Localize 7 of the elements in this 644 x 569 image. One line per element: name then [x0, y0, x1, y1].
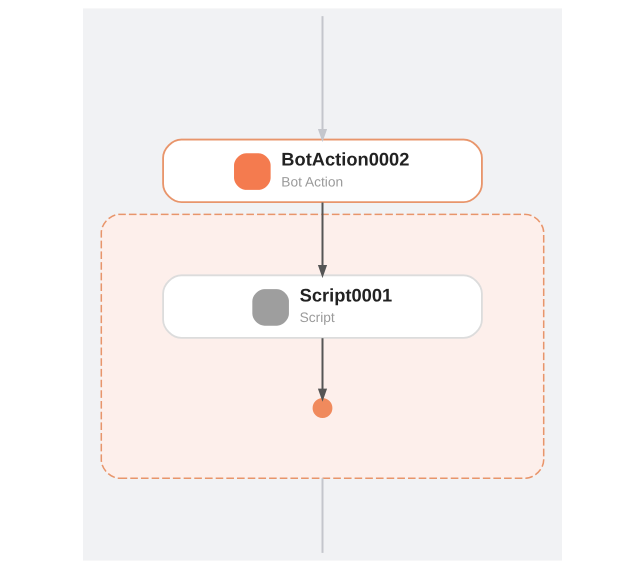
connector	[321, 478, 323, 553]
arrow	[317, 338, 327, 402]
node-box: Script0001 Script	[162, 274, 482, 339]
node-circle	[312, 398, 332, 418]
arrow	[317, 202, 327, 278]
node-box: BotAction0002 Bot Action	[162, 138, 482, 204]
arrow	[317, 16, 327, 142]
